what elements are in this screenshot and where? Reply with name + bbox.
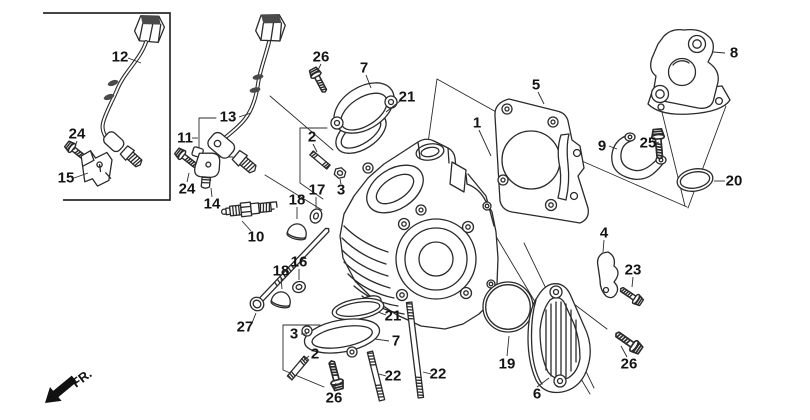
leader-line-15 (73, 172, 89, 179)
stud-2-upper (309, 150, 331, 170)
rubber-plug-18-lower (269, 289, 294, 311)
callout-27: 27 (237, 319, 254, 336)
leader-line-13 (238, 112, 252, 118)
callout-2a: 2 (308, 129, 316, 146)
callout-7b: 7 (392, 333, 400, 350)
leader-line-7a (365, 74, 372, 89)
callout-25: 25 (640, 135, 657, 152)
callout-1: 1 (473, 115, 481, 132)
head-gasket-5 (494, 98, 589, 224)
leader-line-14 (210, 187, 213, 198)
leader-line-25 (653, 141, 660, 145)
leader-line-21a (385, 100, 401, 113)
callout-19: 19 (499, 356, 516, 373)
leader-line-4 (602, 239, 605, 253)
callout-21a: 21 (399, 89, 416, 106)
rubber-plug-18-upper (285, 221, 310, 243)
leader-line-18b (280, 277, 283, 290)
callout-22a: 22 (385, 368, 402, 385)
cover-7-top (330, 82, 398, 134)
spark-plug-cap-11 (207, 14, 286, 174)
callout-10: 10 (248, 229, 265, 246)
callout-16: 16 (291, 254, 308, 271)
callout-21b: 21 (385, 308, 402, 325)
leader-line-1 (478, 129, 492, 157)
spark-plug-cap-12 (100, 15, 166, 168)
side-cover-6 (527, 283, 591, 394)
left-group-bracket (43, 12, 171, 201)
callout-26a: 26 (313, 49, 330, 66)
callout-15: 15 (58, 170, 75, 187)
leader-line-12 (127, 57, 142, 64)
leader-line-2a (312, 143, 318, 153)
stud-22-left (366, 350, 386, 402)
callout-18a: 18 (289, 192, 306, 209)
front-marker-label: FR. (69, 366, 95, 391)
front-direction-arrow: FR. (45, 366, 95, 403)
callout-4: 4 (600, 225, 609, 242)
leader-line-21b (377, 311, 387, 316)
callout-23: 23 (625, 262, 642, 279)
leader-line-10 (241, 220, 252, 232)
callout-6: 6 (533, 386, 541, 403)
callout-7a: 7 (360, 60, 368, 77)
callout-2b: 2 (311, 346, 319, 363)
callout-9: 9 (598, 138, 606, 155)
bracket-15 (80, 150, 113, 187)
leader-line-7b (374, 338, 390, 342)
callout-14: 14 (204, 196, 221, 213)
stud-2-lower (286, 355, 310, 381)
leader-line-24a (73, 140, 78, 151)
callout-18b: 18 (273, 263, 290, 280)
spark-plug-10 (220, 201, 278, 218)
washer-16 (292, 280, 306, 294)
leader-line-9 (608, 145, 618, 150)
sensor-14 (191, 146, 221, 189)
leader-line-26b (620, 345, 628, 358)
leader-line-22a (378, 373, 387, 377)
callout-17: 17 (309, 182, 326, 199)
nut-3-upper (333, 167, 347, 179)
flange-bolt-26-right (611, 327, 645, 357)
callout-20: 20 (726, 173, 743, 190)
callout-22b: 22 (430, 366, 447, 383)
callout-3b: 3 (290, 326, 298, 343)
flange-bolt-23 (617, 283, 646, 308)
leader-line-22b (422, 371, 432, 375)
leader-line-19 (506, 335, 510, 357)
callout-24a: 24 (69, 126, 86, 143)
o-ring-19 (482, 281, 534, 333)
leader-line-3a (339, 178, 342, 185)
intake-pipe-8 (647, 28, 731, 115)
callout-26c: 26 (326, 390, 343, 407)
leader-line-23 (631, 276, 634, 288)
leader-line-26c (333, 382, 337, 392)
leader-line-8 (712, 51, 726, 54)
flange-bolt-26-top (307, 65, 331, 96)
leader-line-6 (536, 377, 550, 388)
callout-12: 12 (112, 49, 129, 66)
callout-26b: 26 (621, 356, 638, 373)
callout-24b: 24 (179, 181, 196, 198)
stud-22-right (405, 301, 425, 399)
callout-11: 11 (177, 130, 193, 147)
plate-4 (596, 251, 619, 299)
cover-7-bottom (301, 318, 381, 358)
leader-line-27 (251, 312, 257, 324)
cylinder-head-1 (339, 138, 499, 330)
callout-13: 13 (220, 109, 237, 126)
callout-8: 8 (730, 45, 738, 62)
leader-line-26a (316, 63, 322, 73)
leader-line-2b (302, 355, 310, 362)
callout-5: 5 (532, 77, 540, 94)
washer-17 (309, 208, 323, 224)
leader-line-5 (537, 91, 545, 105)
leader-line-24b (186, 172, 190, 183)
callout-3a: 3 (337, 182, 345, 199)
